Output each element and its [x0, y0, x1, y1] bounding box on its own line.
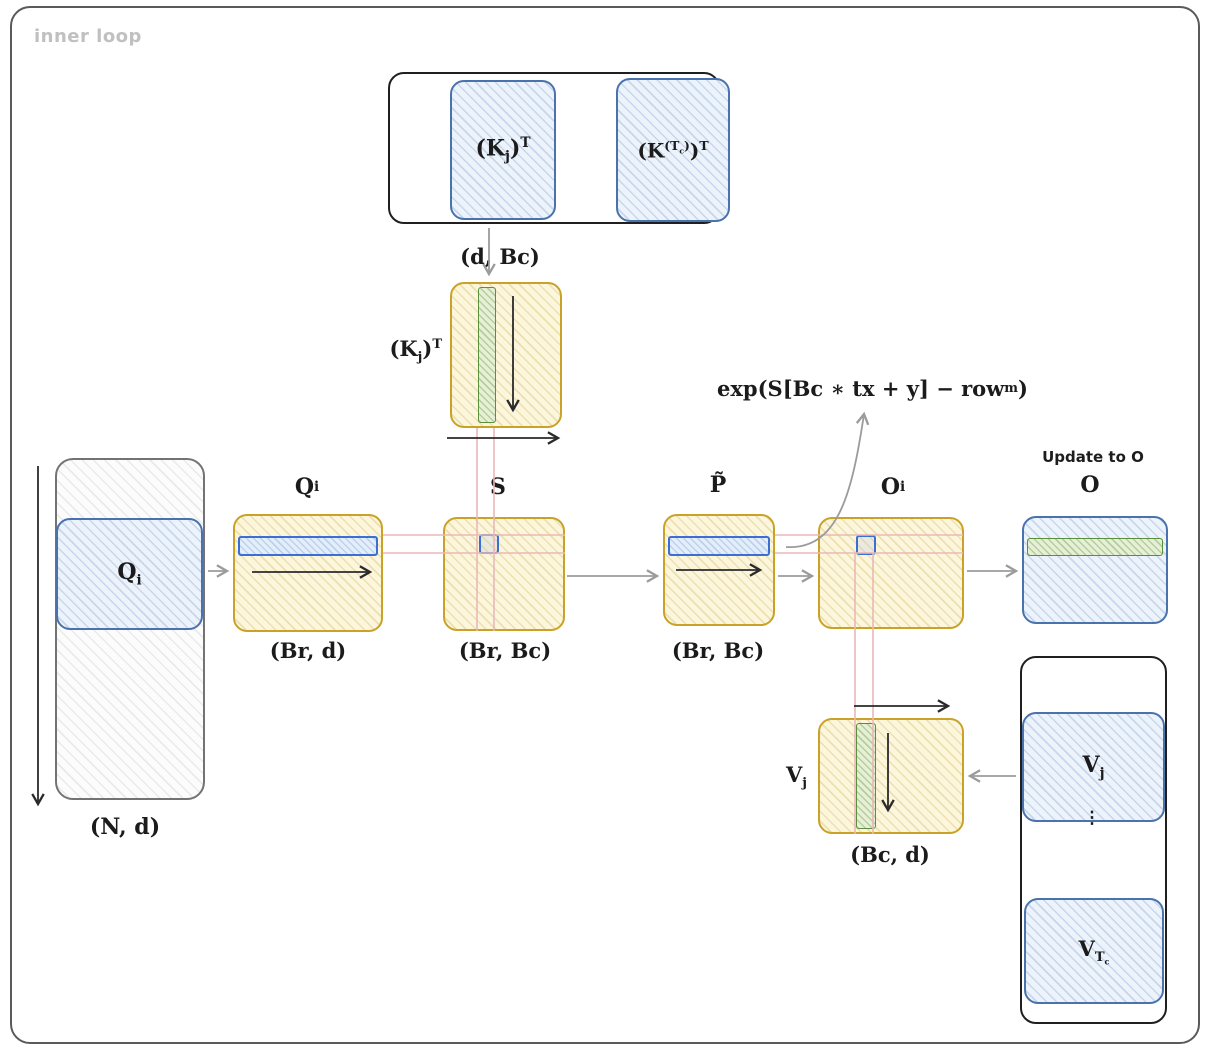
qi-block-label: Qi: [117, 559, 142, 589]
br-bc-p-dimension-label: (Br, Bc): [671, 638, 765, 663]
inner-loop-label: inner loop: [34, 26, 142, 47]
kj-transpose-block: (Kj)T: [450, 80, 556, 220]
d-bc-dimension-label: (d, Bc): [460, 244, 540, 269]
p-tilde-working-tile: [663, 514, 775, 626]
vj-column-stripe: [856, 723, 876, 829]
p-tilde-row-stripe: [668, 536, 770, 556]
vtc-block: VTc: [1024, 898, 1164, 1004]
kj-working-tile: [450, 282, 562, 428]
qi-block-in-container: Qi: [56, 518, 203, 630]
vj-working-tile: [818, 718, 964, 834]
outer-frame: [10, 6, 1200, 1044]
vj-side-label: Vj: [785, 762, 807, 792]
bc-d-dimension-label: (Bc, d): [850, 842, 930, 867]
s-tile-title: S: [490, 474, 506, 500]
kj-side-label: (Kj)T: [389, 336, 442, 366]
s-element-square: [479, 534, 499, 554]
s-working-tile: [443, 517, 565, 631]
o-output-block: [1022, 516, 1168, 624]
qi-row-stripe: [238, 536, 378, 556]
ktc-transpose-block-label: (K(Tc))T: [637, 137, 709, 163]
ktc-transpose-block: (K(Tc))T: [616, 78, 730, 222]
p-tilde-tile-title: P̃: [709, 472, 727, 498]
o-tile-title: O: [1080, 472, 1100, 498]
vj-block-label: Vj: [1082, 752, 1105, 782]
vtc-block-label: VTc: [1078, 935, 1110, 967]
v-blocks-container: [1020, 656, 1167, 1024]
o-row-stripe: [1027, 538, 1163, 556]
oi-element-square: [856, 535, 876, 555]
n-d-dimension-label: (N, d): [89, 814, 161, 840]
kj-column-stripe: [478, 287, 496, 423]
kj-transpose-block-label: (Kj)T: [475, 135, 531, 165]
qi-working-tile: [233, 514, 383, 632]
update-to-o-label: Update to O: [1042, 448, 1144, 466]
br-bc-s-dimension-label: (Br, Bc): [458, 638, 552, 663]
vj-block: Vj: [1022, 712, 1165, 822]
oi-working-tile: [818, 517, 964, 629]
br-d-dimension-label: (Br, d): [269, 638, 347, 663]
v-ellipsis: ⋮: [1083, 808, 1101, 828]
